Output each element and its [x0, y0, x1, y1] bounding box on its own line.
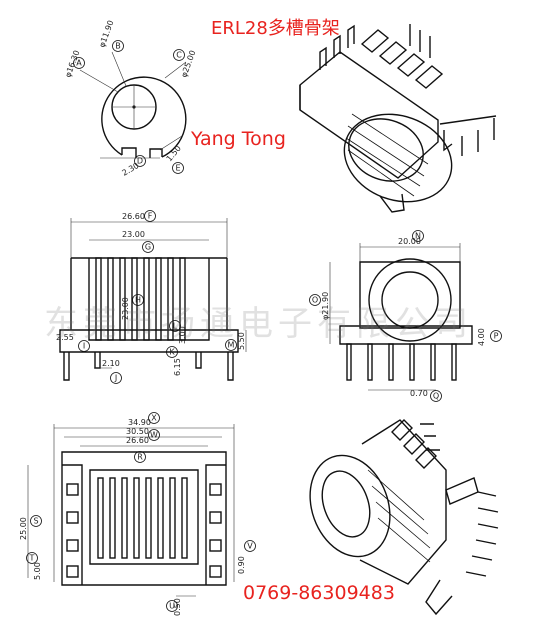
marker-u: S [30, 515, 42, 527]
marker-h: H [132, 294, 144, 306]
dim-k-text: 6.15 [173, 358, 182, 376]
dim-v-text: 5.00 [33, 562, 42, 580]
dim-u-text: 25.00 [19, 517, 28, 540]
dim-i-text: 2.55 [56, 333, 74, 342]
dim-j-text: 2.10 [102, 359, 120, 368]
dim-m-text: 5.50 [237, 332, 246, 350]
marker-a: A [73, 57, 85, 69]
svg-text:H: H [135, 296, 141, 305]
dim-x-text: 0.90 [237, 556, 246, 574]
dim-n-text: 20.00 [398, 237, 421, 246]
marker-c: C [173, 49, 185, 61]
svg-text:W: W [150, 431, 158, 440]
dim-r-text: 26.60 [126, 436, 149, 445]
brand-label: Yang Tong [191, 128, 286, 150]
svg-text:D: D [137, 157, 143, 166]
dim-p-text: 4.00 [477, 328, 486, 346]
top-view: φ16.30 φ11.90 φ25.00 2.30 1.50 A B C D E [63, 19, 197, 178]
dim-e-text: 1.50 [165, 144, 183, 163]
svg-text:P: P [494, 332, 499, 341]
marker-b: B [112, 40, 124, 52]
dim-c-text: φ25.00 [179, 49, 197, 79]
marker-x: V [244, 540, 256, 552]
svg-text:A: A [76, 59, 82, 68]
dim-q-text: 0.70 [410, 389, 428, 398]
svg-text:T: T [29, 554, 35, 563]
dim-l-text: 3.00 [178, 326, 187, 344]
side-view: 20.00 N φ21.90 O 4.00 P 0.70 Q [309, 230, 502, 402]
svg-text:K: K [169, 348, 175, 357]
front-view: 26.60 F 23.00 G 23.00 H 2.55 I 2.10 J 6.… [56, 210, 247, 384]
marker-q: Q [430, 390, 442, 402]
svg-text:V: V [247, 542, 253, 551]
marker-v: T [26, 552, 38, 564]
svg-text:C: C [176, 51, 182, 60]
svg-text:F: F [148, 212, 153, 221]
svg-text:R: R [137, 453, 143, 462]
dim-f-text: 26.60 [122, 212, 145, 221]
svg-text:B: B [115, 42, 121, 51]
marker-i: I [78, 340, 90, 352]
dim-t-text: 34.90 [128, 418, 151, 427]
marker-t: X [148, 412, 160, 424]
dim-g-text: 23.00 [122, 230, 145, 239]
dim-o-text: φ21.90 [321, 292, 330, 320]
isometric-view-top [299, 24, 497, 213]
marker-n: N [412, 230, 424, 242]
marker-f: F [144, 210, 156, 222]
svg-text:I: I [83, 342, 85, 351]
svg-text:U: U [169, 602, 175, 611]
marker-s: W [148, 429, 160, 441]
marker-r: R [134, 451, 146, 463]
dim-s-text: 30.50 [126, 427, 149, 436]
marker-d: D [134, 155, 146, 167]
svg-text:X: X [151, 414, 157, 423]
marker-p: P [490, 330, 502, 342]
svg-text:S: S [33, 517, 38, 526]
svg-text:N: N [415, 232, 421, 241]
phone-number: 0769-86309483 [243, 582, 395, 604]
svg-text:Q: Q [433, 392, 439, 401]
marker-j: J [110, 372, 122, 384]
svg-text:M: M [228, 341, 235, 350]
marker-g: G [142, 241, 154, 253]
marker-w: U [166, 600, 178, 612]
dim-h-text: 23.00 [121, 297, 130, 320]
watermark-text: 东莞市扬通电子有限公司 [44, 304, 473, 344]
marker-k: K [166, 346, 178, 358]
svg-text:E: E [175, 164, 180, 173]
marker-e: E [172, 162, 184, 174]
svg-text:O: O [312, 296, 318, 305]
svg-text:J: J [114, 374, 117, 383]
marker-l: L [169, 320, 181, 332]
svg-text:L: L [173, 322, 178, 331]
svg-text:G: G [145, 243, 151, 252]
drawing-title: ERL28多槽骨架 [211, 18, 340, 39]
marker-o: O [309, 294, 321, 306]
marker-m: M [225, 339, 237, 351]
bottom-view: 34.90 X 30.50 W 26.60 R 25.00 S 5.00 T 0… [19, 412, 256, 616]
isometric-view-bottom [309, 419, 499, 616]
